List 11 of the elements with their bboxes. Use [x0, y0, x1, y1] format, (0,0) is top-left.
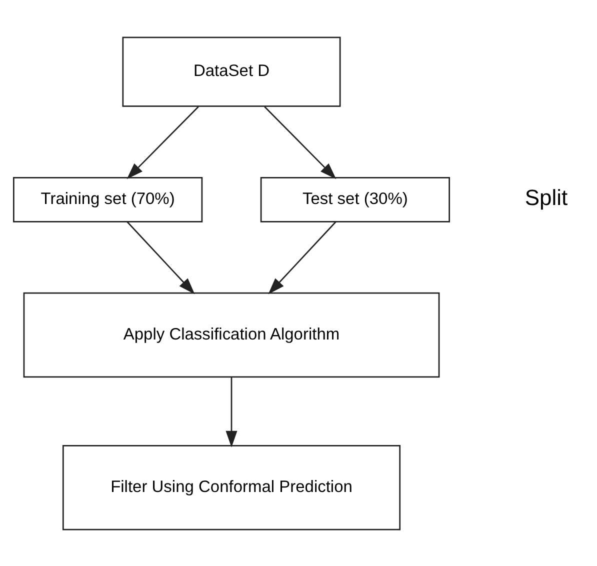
arrow — [126, 220, 195, 294]
node-box: Filter Using Conformal Prediction — [62, 444, 401, 530]
label: Split — [524, 184, 568, 210]
arrow — [226, 376, 238, 447]
node-box: Apply Classification Algorithm — [23, 292, 440, 378]
arrow — [268, 220, 336, 294]
node-box: DataSet D — [122, 36, 341, 106]
arrow — [264, 106, 336, 179]
arrow — [126, 106, 199, 179]
node-box: Test set (30%) — [260, 176, 450, 222]
node-box: Training set (70%) — [12, 176, 203, 222]
